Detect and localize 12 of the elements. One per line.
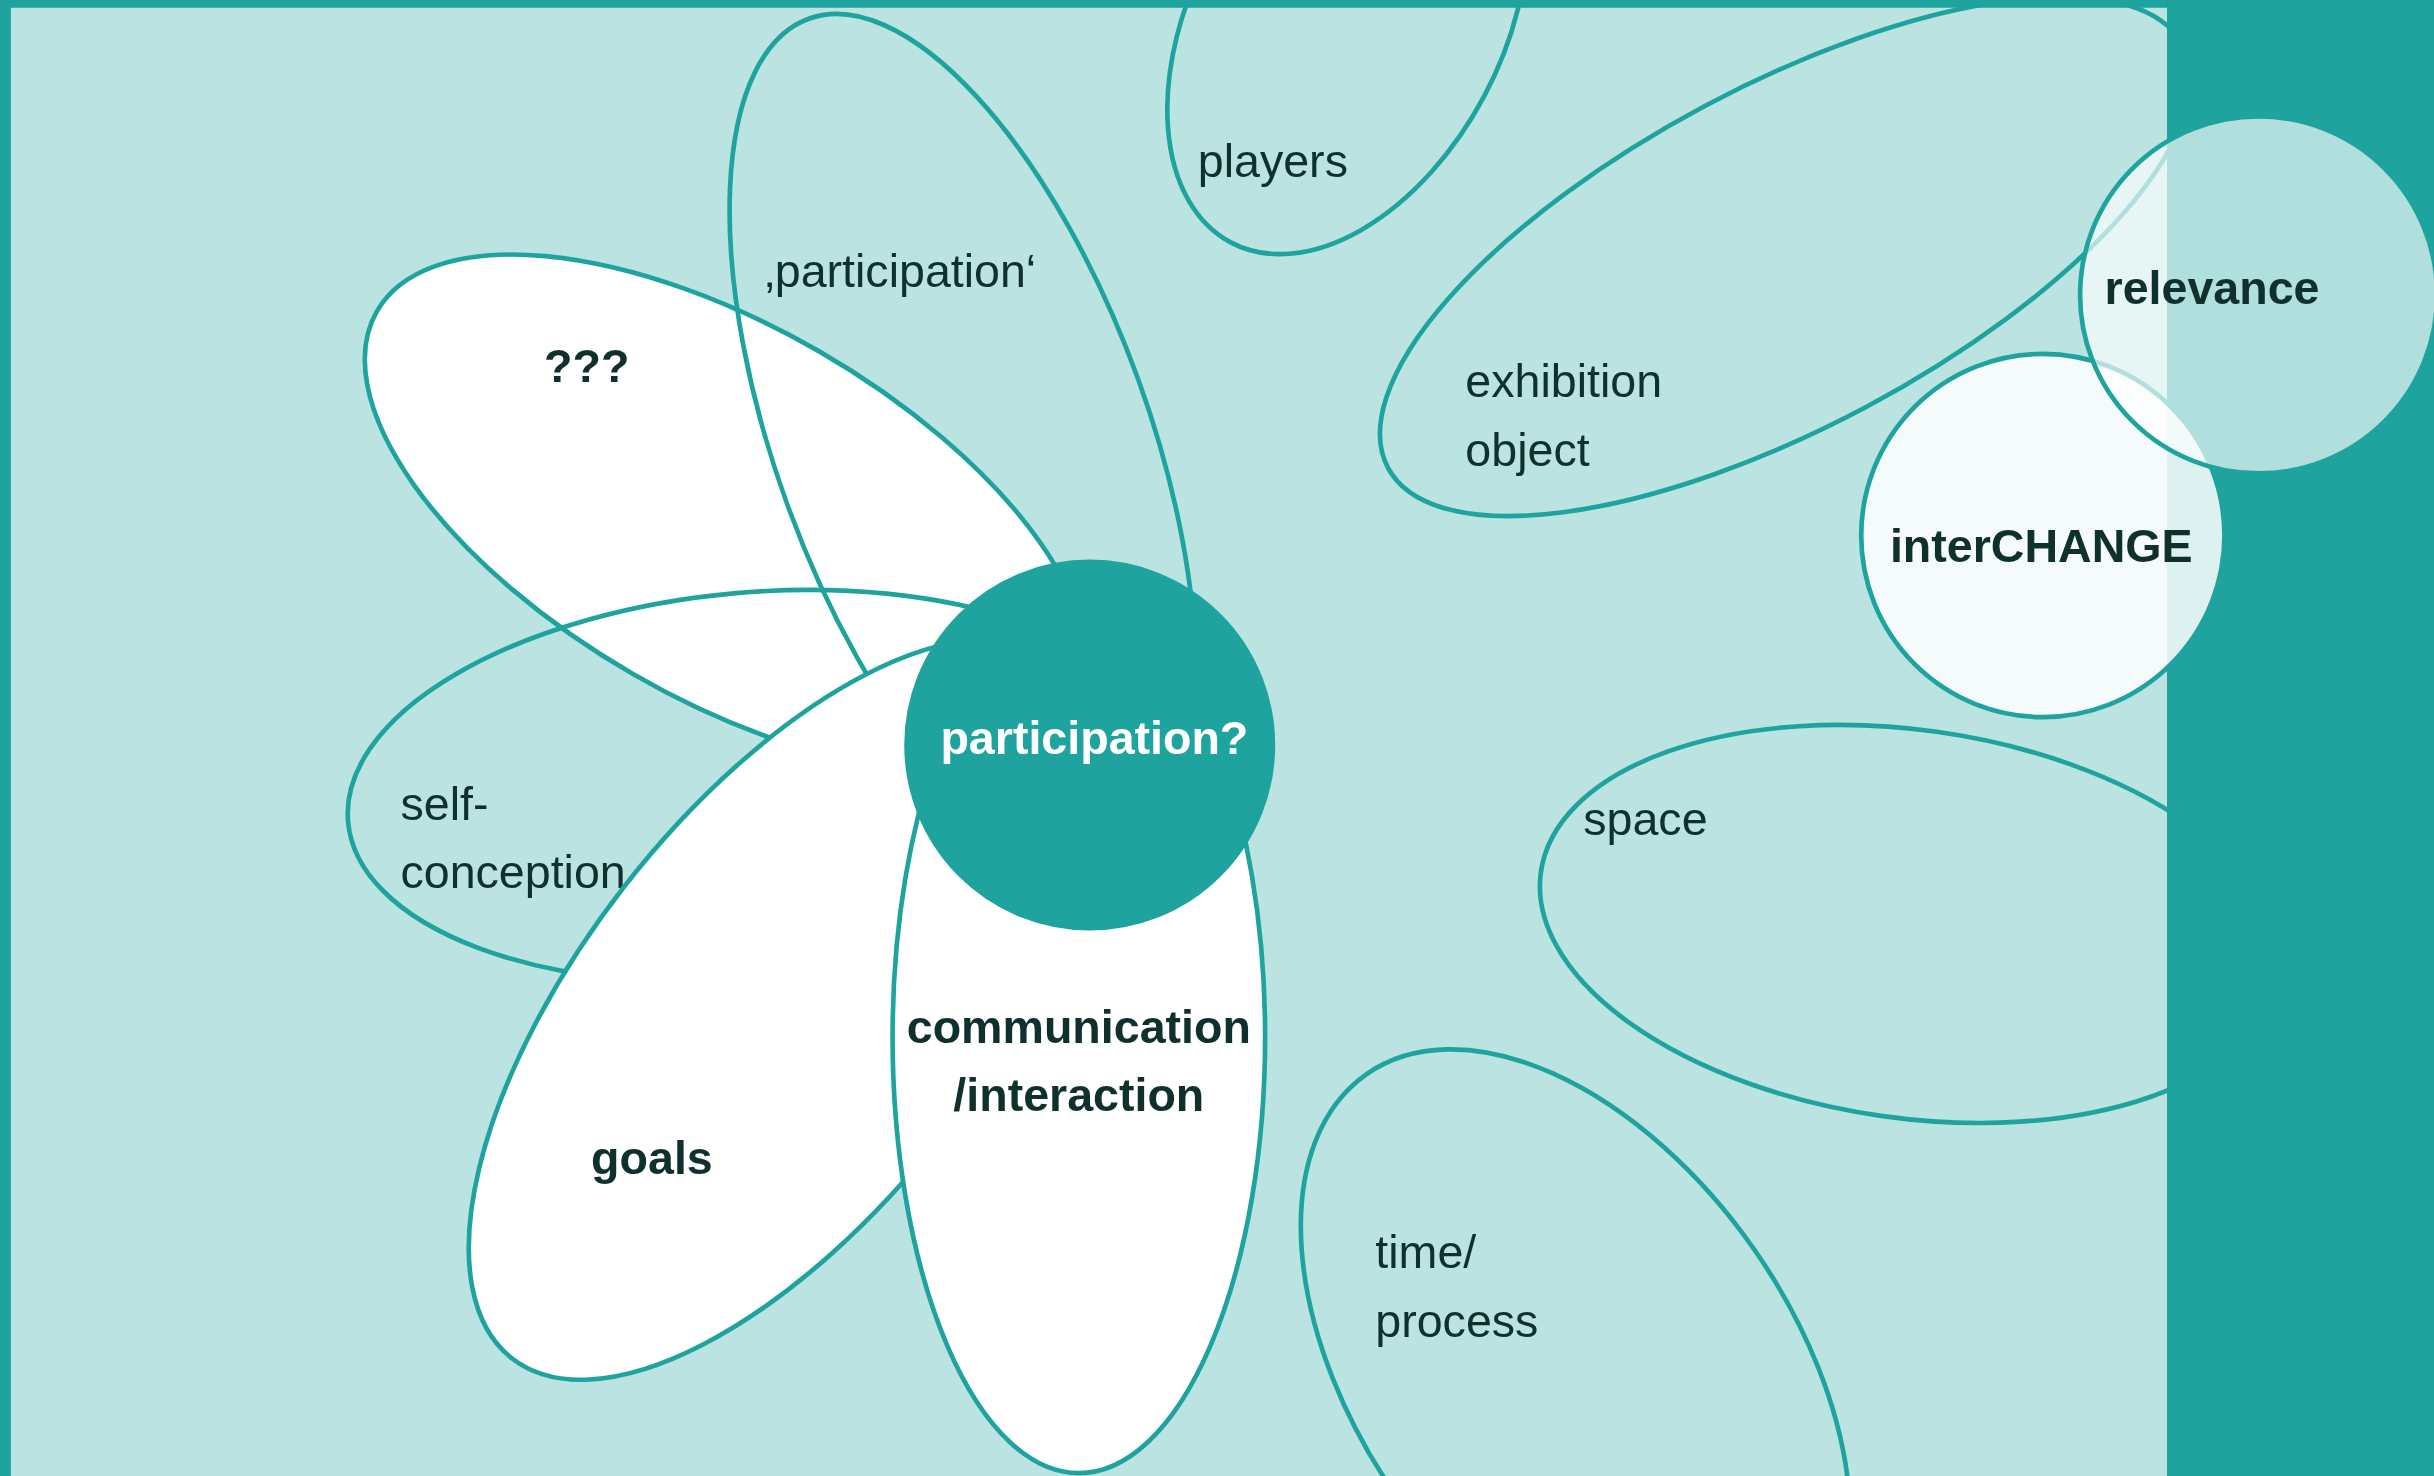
- petal-label: exhibition object: [1465, 354, 1664, 478]
- bubble-label: interCHANGE: [1889, 519, 2193, 574]
- petal-label: players: [1197, 134, 1348, 189]
- bubble-label: relevance: [2104, 261, 2320, 316]
- petal-label: ???: [544, 338, 630, 394]
- hub-label: participation?: [940, 711, 1249, 766]
- petal-label: self- conception: [400, 776, 627, 900]
- petal-label: ‚participation‘: [764, 244, 1037, 299]
- petal-label: space: [1583, 792, 1708, 847]
- petal-label: communication /interaction: [905, 1000, 1252, 1123]
- petal-label: goals: [591, 1130, 713, 1186]
- petal-label: time/ process: [1375, 1225, 1540, 1348]
